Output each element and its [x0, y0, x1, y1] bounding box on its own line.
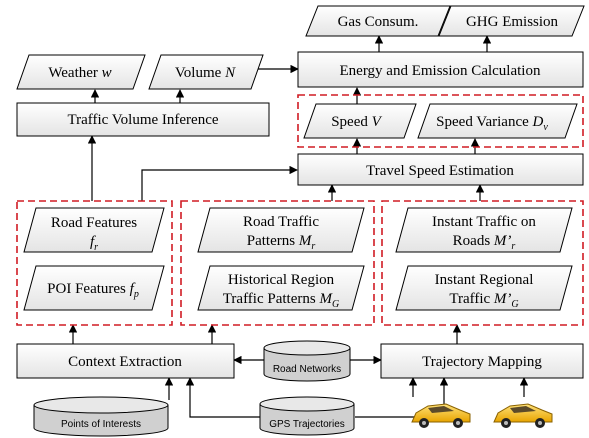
points-of-interests-database-icon: Points of Interests: [33, 396, 169, 437]
historical-region-patterns-node: Historical Region Traffic Patterns MG: [197, 265, 365, 311]
taxi-car-icon: [493, 403, 553, 428]
speed-group-frame: [297, 94, 584, 148]
context-features-frame: [16, 200, 173, 326]
energy-calc-label: Energy and Emission Calculation: [340, 63, 541, 79]
weather-text: Weather: [48, 65, 101, 81]
speed-variance-node: Speed Variance Dv: [417, 103, 578, 139]
gps-trajectories-label: GPS Trajectories: [269, 419, 345, 430]
road-features-line1: Road Features: [51, 215, 137, 231]
poi-features-text: POI Features: [47, 281, 130, 297]
volume-node: Volume N: [148, 54, 264, 90]
historical-region-line2: Traffic Patterns MG: [223, 291, 339, 310]
instant-regional-text: Traffic: [449, 291, 494, 307]
poi-features-var: f: [130, 281, 136, 297]
weather-node: Weather w: [16, 54, 146, 90]
historical-region-line1: Historical Region: [228, 272, 335, 288]
volume-text: Volume: [175, 65, 225, 81]
speed-variance-label: Speed Variance Dv: [436, 114, 548, 133]
historical-region-sub: G: [332, 299, 339, 310]
instant-traffic-roads-text: Roads: [453, 233, 494, 249]
travel-speed-estimation-box: Travel Speed Estimation: [297, 153, 584, 186]
road-traffic-patterns-sub: r: [311, 241, 315, 252]
poi-features-sub: p: [133, 289, 139, 300]
points-of-interests-label: Points of Interests: [61, 419, 141, 430]
poi-features-label: POI Features fp: [47, 281, 139, 300]
trajectory-mapping-box: Trajectory Mapping: [380, 343, 584, 379]
road-traffic-patterns-text: Patterns: [247, 233, 299, 249]
poi-features-node: POI Features fp: [23, 265, 165, 311]
arrow-features-to-estimation: [141, 165, 298, 201]
instant-regional-sub: G: [511, 299, 518, 310]
historical-region-var: M: [318, 291, 333, 307]
instant-traffic-roads-sub: r: [511, 241, 515, 252]
road-networks-database-icon: Road Networks: [263, 340, 351, 382]
traffic-volume-inference-box: Traffic Volume Inference: [16, 102, 270, 137]
instant-traffic-roads-var: M’: [493, 233, 512, 249]
road-networks-label: Road Networks: [273, 364, 341, 375]
speed-variance-text: Speed Variance: [436, 114, 532, 130]
road-features-var-line: fr: [90, 234, 98, 253]
speed-node: Speed V: [303, 103, 417, 139]
instant-regional-line1: Instant Regional: [435, 272, 534, 288]
instant-regional-line2: Traffic M’G: [449, 291, 518, 310]
gps-trajectories-database-icon: GPS Trajectories: [259, 396, 355, 436]
instant-patterns-frame: [381, 200, 584, 326]
volume-var: N: [224, 65, 236, 81]
volume-label: Volume N: [175, 65, 236, 81]
speed-label: Speed V: [331, 114, 382, 130]
historical-region-text: Traffic Patterns: [223, 291, 320, 307]
road-traffic-patterns-line1: Road Traffic: [243, 214, 319, 230]
road-traffic-patterns-node: Road Traffic Patterns Mr: [197, 207, 365, 253]
energy-emission-calculation-box: Energy and Emission Calculation: [297, 51, 584, 88]
instant-traffic-roads-line2: Roads M’r: [453, 233, 516, 252]
road-features-node: Road Features fr: [23, 207, 165, 253]
arrow-gps-to-context: [185, 377, 260, 418]
road-features-sub: r: [94, 242, 98, 253]
speed-variance-var: D: [532, 114, 544, 130]
gas-consumption-node: Gas Consum.: [305, 5, 451, 37]
speed-variance-sub: v: [543, 122, 548, 133]
instant-traffic-roads-node: Instant Traffic on Roads M’r: [395, 207, 573, 253]
context-extraction-label: Context Extraction: [68, 354, 182, 370]
speed-text: Speed: [331, 114, 371, 130]
road-traffic-patterns-line2: Patterns Mr: [247, 233, 316, 252]
instant-traffic-roads-line1: Instant Traffic on: [432, 214, 536, 230]
traffic-volume-inference-label: Traffic Volume Inference: [67, 112, 218, 128]
weather-label: Weather w: [48, 65, 111, 81]
instant-regional-node: Instant Regional Traffic M’G: [395, 265, 573, 311]
historical-patterns-frame: [180, 200, 375, 326]
ghg-label: GHG Emission: [466, 14, 559, 30]
weather-var: w: [102, 65, 112, 81]
speed-var: V: [372, 114, 383, 130]
travel-speed-estimation-label: Travel Speed Estimation: [366, 163, 514, 179]
ghg-emission-node: GHG Emission: [438, 5, 585, 37]
context-extraction-box: Context Extraction: [16, 343, 235, 379]
road-features-var: f: [90, 234, 96, 250]
trajectory-mapping-label: Trajectory Mapping: [422, 354, 542, 370]
instant-regional-var: M’: [493, 291, 512, 307]
gas-label: Gas Consum.: [338, 14, 419, 30]
connectors: [68, 35, 529, 418]
taxi-car-icon: [411, 403, 471, 428]
road-traffic-patterns-var: M: [298, 233, 313, 249]
